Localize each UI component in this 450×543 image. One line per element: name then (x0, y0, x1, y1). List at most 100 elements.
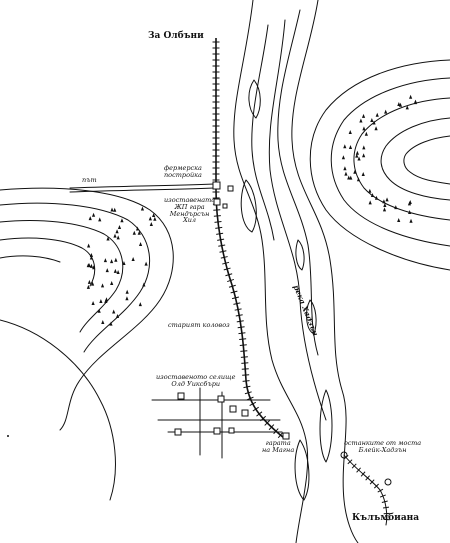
label-station-magna: гарата на Магна (262, 440, 294, 454)
tree-mark (116, 235, 120, 240)
river-east-inner-bank (277, 9, 319, 356)
tree-mark (348, 144, 353, 149)
tree-mark (344, 171, 348, 176)
island-4 (294, 439, 310, 501)
label-old-station-line-3: Мендърсън (169, 209, 210, 218)
railway-tie (233, 302, 241, 305)
label-station-magna-line-1: гарата (265, 439, 291, 447)
tree-mark (97, 308, 101, 313)
railway-tie (347, 459, 353, 465)
tree-mark (361, 113, 366, 118)
tree-mark (122, 261, 126, 266)
island-5 (306, 299, 317, 335)
railway-south-line (343, 454, 388, 526)
tree-mark (140, 206, 145, 211)
island-6 (295, 239, 305, 271)
building-village-2 (217, 395, 225, 403)
tree-mark (135, 226, 140, 231)
east-contour-2 (330, 77, 450, 247)
tree-mark (98, 217, 102, 222)
tree-mark (361, 171, 365, 176)
building-village-6 (213, 427, 221, 435)
railway-tie (225, 273, 233, 277)
tree-mark (372, 120, 376, 125)
railway-tie (351, 463, 357, 469)
tree-mark (89, 263, 94, 268)
railway-end-marker (384, 478, 392, 486)
tree-mark (131, 256, 135, 261)
tree-mark (368, 200, 372, 205)
east-contour-5 (403, 135, 450, 185)
railway-tie (218, 244, 226, 247)
tree-mark (149, 222, 153, 227)
east-contour-1 (309, 59, 450, 271)
railway-tie (240, 356, 248, 358)
tree-mark (374, 126, 378, 131)
railway-tie (240, 350, 248, 352)
tree-mark (87, 243, 91, 248)
building-village-4 (241, 409, 249, 417)
tree-mark (383, 203, 387, 208)
railway-tie (379, 494, 386, 498)
tree-mark (341, 155, 346, 160)
tree-mark (117, 225, 122, 230)
tree-mark (409, 94, 413, 99)
railway-tie (239, 344, 247, 346)
tree-mark (397, 101, 401, 106)
railway-tie (239, 338, 247, 341)
railway-tie (230, 290, 238, 294)
tree-mark (362, 145, 366, 150)
railway-tie (244, 391, 252, 395)
tree-mark (408, 209, 412, 214)
label-bridge-remains-line-1: останките от моста (344, 439, 422, 447)
west-contour-4 (0, 237, 96, 287)
railway-tie (214, 221, 222, 223)
railway-tie (216, 232, 224, 235)
stray-mark (7, 435, 9, 437)
tree-mark (105, 268, 109, 273)
tree-mark (112, 309, 116, 314)
tree-mark (152, 212, 156, 217)
tree-mark (110, 207, 114, 212)
railway-tie (273, 428, 279, 435)
building-village-3 (229, 405, 237, 413)
tree-mark (87, 263, 91, 268)
tree-mark (355, 153, 359, 158)
railway-tie (215, 226, 223, 229)
tree-mark (109, 321, 113, 326)
tree-mark (407, 201, 412, 206)
building-old-station-2 (222, 203, 228, 209)
river-east-bank (291, 0, 359, 543)
railway-tie (234, 308, 242, 311)
tree-mark (142, 282, 146, 287)
railway-tie (242, 380, 250, 382)
tree-mark (374, 195, 379, 200)
tree-mark (384, 109, 388, 114)
tree-mark (91, 212, 96, 217)
railway-tie (382, 506, 390, 509)
tree-mark (370, 192, 375, 197)
tree-mark (115, 313, 120, 318)
bridge-end-marker (340, 451, 348, 459)
tree-mark (353, 169, 357, 174)
label-farm-station: фермерска постройка (164, 165, 202, 179)
building-farm-station (212, 181, 221, 190)
forest-east (341, 94, 418, 223)
railway-tie (256, 411, 263, 417)
east-contour-3 (353, 97, 450, 221)
track-line-2 (69, 187, 215, 193)
label-bridge-remains: останките от моста Блейк-Хадзън (344, 440, 421, 454)
tree-mark (90, 281, 95, 286)
railway-tie (213, 215, 221, 217)
tree-mark (409, 218, 413, 223)
tree-mark (413, 99, 418, 104)
railway-tie (356, 467, 361, 473)
west-contour-1 (0, 187, 174, 431)
label-old-station: изоставената ЖП гара Мендърсън Хил (164, 197, 215, 224)
railway-tie (220, 256, 228, 259)
tree-mark (101, 320, 105, 325)
railway-tie (213, 209, 221, 211)
tree-mark (370, 118, 374, 123)
tree-mark (138, 302, 142, 307)
